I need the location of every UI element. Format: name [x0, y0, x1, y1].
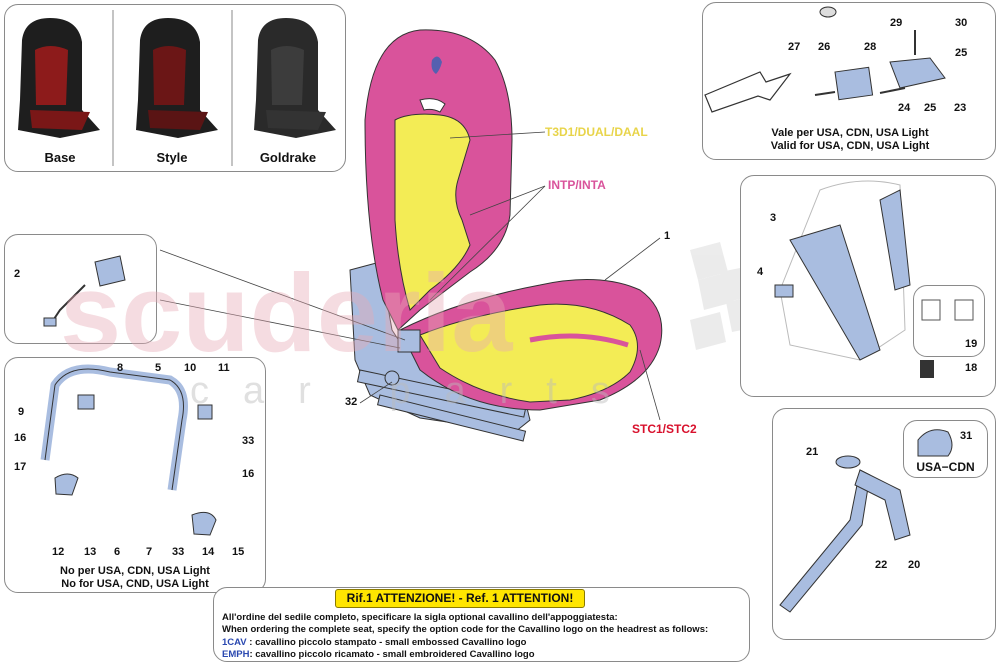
part-number-33a: 33: [242, 435, 255, 447]
part-number-16b: 16: [242, 468, 255, 480]
option-code-1cav: 1CAV: [222, 637, 247, 648]
part-number-7: 7: [146, 546, 153, 558]
seat-frame-panel: [4, 357, 266, 593]
note-line-en: When ordering the complete seat, specify…: [222, 624, 709, 635]
option-text-1cav: : cavallino piccolo stampato - small emb…: [246, 637, 527, 648]
note-option-emph: EMPH: cavallino piccolo ricamato - small…: [222, 649, 535, 660]
part-number-23: 23: [954, 102, 967, 114]
part-number-5: 5: [155, 362, 162, 374]
part-number-6: 6: [114, 546, 121, 558]
part-number-30: 30: [955, 17, 968, 29]
part-number-29: 29: [890, 17, 903, 29]
part-number-14: 14: [202, 546, 215, 558]
part-number-19: 19: [965, 338, 978, 350]
variant-label-goldrake: Goldrake: [259, 150, 317, 165]
watermark-text: scuderia: [60, 252, 513, 375]
part-number-31: 31: [960, 430, 973, 442]
part-number-3: 3: [770, 212, 777, 224]
variant-label-style: Style: [156, 150, 188, 165]
part-number-16a: 16: [14, 432, 27, 444]
part-number-17: 17: [14, 461, 27, 473]
frame-caption-en: No for USA, CND, USA Light: [61, 578, 209, 590]
option-text-emph: : cavallino piccolo ricamato - small emb…: [249, 649, 535, 660]
attention-note-title: Rif.1 ATTENZIONE! - Ref. 1 ATTENTION!: [335, 589, 585, 608]
part-number-2: 2: [14, 268, 21, 280]
part-number-8: 8: [117, 362, 124, 374]
part-number-24: 24: [898, 102, 911, 114]
callout-intp: INTP/INTA: [548, 178, 606, 192]
part-number-10: 10: [184, 362, 197, 374]
part-number-9: 9: [18, 406, 25, 418]
part-number-21: 21: [806, 446, 819, 458]
part-number-15: 15: [232, 546, 245, 558]
watermark-subtext: car parts: [190, 370, 644, 412]
callout-stc: STC1/STC2: [632, 422, 697, 436]
callout-t3d1: T3D1/DUAL/DAAL: [545, 125, 648, 139]
note-option-1cav: 1CAV : cavallino piccolo stampato - smal…: [222, 637, 526, 648]
note-line-it: All'ordine del sedile completo, specific…: [222, 612, 618, 623]
usa-cdn-label: USA−CDN: [916, 460, 975, 474]
part-number-32: 32: [345, 396, 358, 408]
part-number-22: 22: [875, 559, 888, 571]
part-number-25a: 25: [955, 47, 968, 59]
part-number-25b: 25: [924, 102, 937, 114]
part-number-18: 18: [965, 362, 978, 374]
bracket-caption-en: Valid for USA, CDN, USA Light: [770, 140, 930, 152]
part-number-1: 1: [664, 230, 671, 242]
part-number-26: 26: [818, 41, 831, 53]
part-number-11: 11: [218, 362, 230, 374]
option-code-emph: EMPH: [222, 649, 250, 660]
part-number-13: 13: [84, 546, 97, 558]
leader-lines: [159, 131, 661, 421]
connector-inset-panel: [913, 285, 985, 357]
bracket-caption-it: Vale per USA, CDN, USA Light: [771, 127, 929, 139]
variant-label-base: Base: [44, 150, 76, 165]
frame-caption-it: No per USA, CDN, USA Light: [60, 565, 210, 577]
part-number-12: 12: [52, 546, 65, 558]
part-number-28: 28: [864, 41, 877, 53]
part-number-27: 27: [788, 41, 801, 53]
part-number-33b: 33: [172, 546, 185, 558]
part-number-20: 20: [908, 559, 921, 571]
part-number-4: 4: [757, 266, 764, 278]
